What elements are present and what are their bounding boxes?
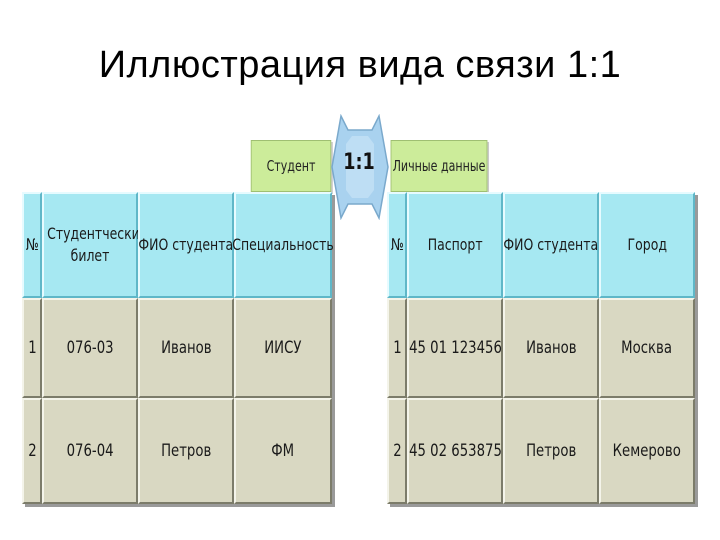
column-header: №: [387, 192, 407, 298]
table-cell: 2: [387, 398, 407, 504]
page-title: Иллюстрация вида связи 1:1: [98, 44, 622, 86]
table-name-tab-left: Студент: [250, 140, 332, 192]
relation-double-arrow-icon: [331, 114, 389, 220]
table-cell: ФМ: [234, 398, 332, 504]
table-cell: 1: [22, 298, 42, 398]
table-cell: 2: [22, 398, 42, 504]
column-header: Паспорт: [407, 192, 503, 298]
column-header: №: [22, 192, 42, 298]
table-cell: 45 01 123456: [407, 298, 503, 398]
table-cell: 076-04: [42, 398, 138, 504]
table-cell: Иванов: [138, 298, 234, 398]
personal-data-table: № Паспорт ФИО студента Город 1 45 01 123…: [387, 192, 695, 504]
column-header: ФИО студента: [503, 192, 599, 298]
table-cell: ИИСУ: [234, 298, 332, 398]
table-cell: Москва: [599, 298, 695, 398]
table-cell: Кемерово: [599, 398, 695, 504]
column-header: Город: [599, 192, 695, 298]
column-header: ФИО студента: [138, 192, 234, 298]
table-cell: Иванов: [503, 298, 599, 398]
relation-type-label: 1:1: [343, 150, 375, 175]
table-cell: 45 02 653875: [407, 398, 503, 504]
table-cell: 076-03: [42, 298, 138, 398]
table-name-tab-right: Личные данные: [390, 140, 488, 192]
table-cell: Петров: [503, 398, 599, 504]
table-cell: 1: [387, 298, 407, 398]
column-header: Специальность: [232, 192, 334, 298]
table-cell: Петров: [138, 398, 234, 504]
